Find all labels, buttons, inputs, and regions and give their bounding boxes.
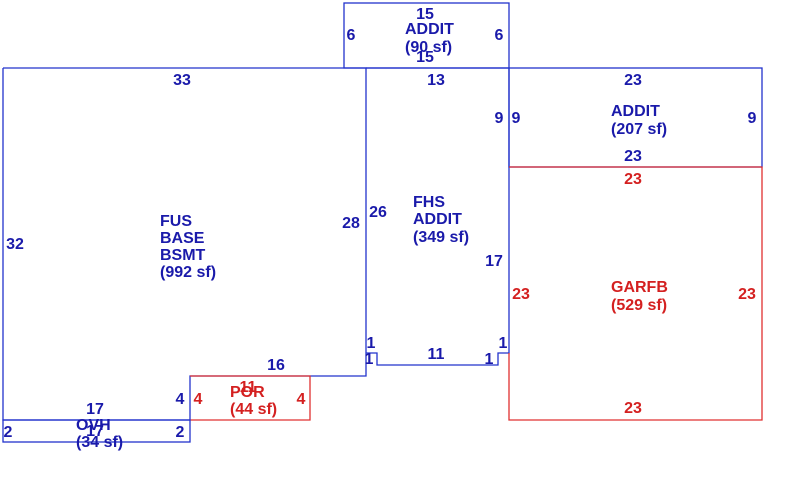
garfb-outline bbox=[508, 166, 763, 421]
area-name: ADDIT bbox=[611, 103, 660, 120]
dim-label: 17 bbox=[86, 401, 104, 418]
area-size: (207 sf) bbox=[611, 121, 667, 138]
dim-label: 9 bbox=[512, 110, 521, 127]
dim-label: 4 bbox=[176, 391, 185, 408]
dim-label: 2 bbox=[4, 424, 13, 441]
dim-label: 1 bbox=[365, 351, 374, 368]
area-size: (90 sf) bbox=[405, 39, 452, 56]
area-name: FHS bbox=[413, 194, 445, 211]
dim-label: 4 bbox=[194, 391, 203, 408]
area-name: BSMT bbox=[160, 247, 206, 264]
dim-label: 28 bbox=[342, 215, 360, 232]
dim-label: 15 bbox=[416, 49, 434, 66]
dim-label: 1 bbox=[485, 351, 494, 368]
area-size: (349 sf) bbox=[413, 229, 469, 246]
dim-label: 13 bbox=[427, 72, 445, 89]
dim-label: 33 bbox=[173, 72, 191, 89]
area-size: (44 sf) bbox=[230, 401, 277, 418]
area-name: ADDIT bbox=[405, 21, 454, 38]
dim-label: 26 bbox=[369, 204, 387, 221]
por-outline bbox=[190, 375, 311, 421]
dim-label: 23 bbox=[512, 286, 530, 303]
dim-label: 23 bbox=[624, 148, 642, 165]
area-name: OVH bbox=[76, 417, 111, 434]
dim-label: 23 bbox=[624, 400, 642, 417]
dim-label: 11 bbox=[428, 346, 445, 363]
dim-label: 23 bbox=[738, 286, 756, 303]
area-name: BASE bbox=[160, 230, 205, 247]
dim-label: 4 bbox=[297, 391, 306, 408]
dim-label: 15 bbox=[416, 6, 434, 23]
dim-label: 23 bbox=[624, 72, 642, 89]
dim-label: 9 bbox=[748, 110, 757, 127]
area-size: (992 sf) bbox=[160, 264, 216, 281]
dim-label: 17 bbox=[86, 423, 104, 440]
area-name: GARFB bbox=[611, 279, 668, 296]
area-name: FUS bbox=[160, 213, 192, 230]
dim-label: 11 bbox=[240, 379, 257, 396]
dim-label: 1 bbox=[367, 335, 376, 352]
dim-label: 17 bbox=[485, 253, 503, 270]
ovh-outline bbox=[2, 419, 191, 443]
dim-label: 16 bbox=[267, 357, 285, 374]
area-name: ADDIT bbox=[413, 211, 462, 228]
area-name: POR bbox=[230, 384, 265, 401]
dim-label: 23 bbox=[624, 171, 642, 188]
dim-label: 6 bbox=[347, 27, 356, 44]
dim-label: 2 bbox=[176, 424, 185, 441]
dim-label: 32 bbox=[6, 236, 24, 253]
area-size: (529 sf) bbox=[611, 297, 667, 314]
dim-label: 1 bbox=[499, 335, 508, 352]
dim-label: 6 bbox=[495, 27, 504, 44]
area-size: (34 sf) bbox=[76, 434, 123, 451]
dim-label: 9 bbox=[495, 110, 504, 127]
